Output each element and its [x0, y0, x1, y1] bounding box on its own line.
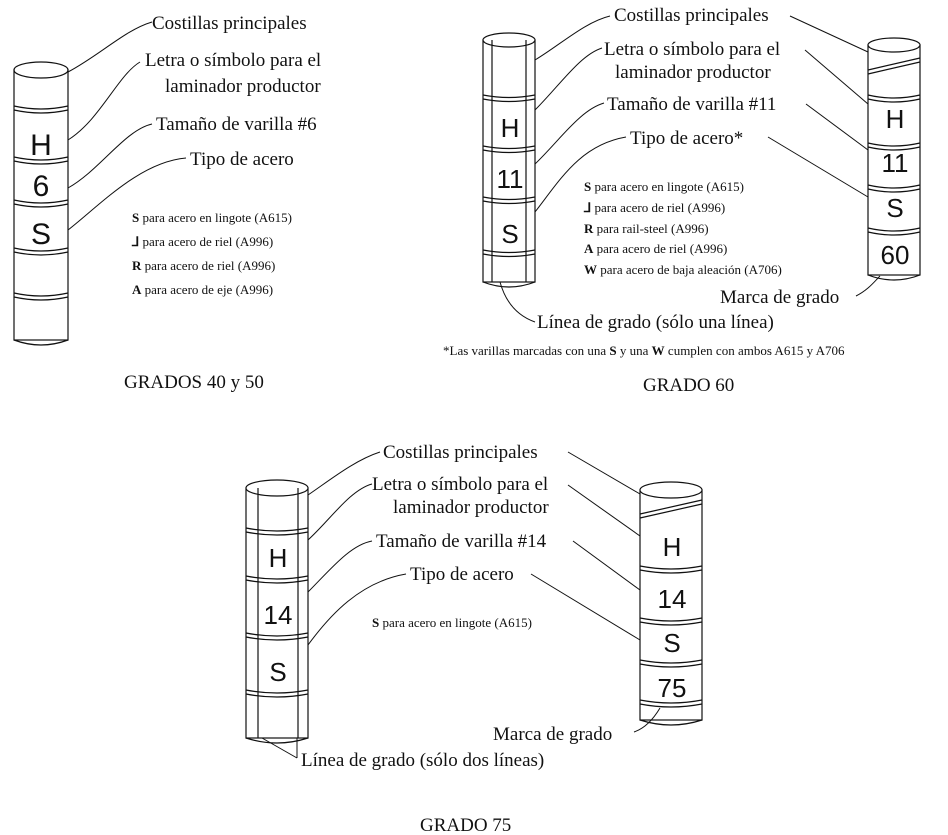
label-costillas-60: Costillas principales	[614, 5, 769, 26]
leaders-grado-75	[261, 451, 661, 759]
svg-text:R para acero de riel (A996): R para acero de riel (A996)	[132, 258, 275, 273]
bar-mark-size: 11	[497, 164, 524, 194]
steel-text: para acero de riel (A996)	[597, 241, 728, 256]
steel-text: para acero de baja aleación (A706)	[600, 262, 782, 277]
bar-grado-75-left: H 14 S	[245, 479, 309, 744]
svg-text:⅃ para acero de riel (A996): ⅃ para acero de riel (A996)	[131, 234, 273, 249]
footnote-60: *Las varillas marcadas con una S y una W…	[443, 343, 845, 358]
bar-grado-60-left: H 11 S	[482, 32, 536, 288]
steel-sym: R	[584, 221, 594, 236]
steel-type-list-40: S para acero en lingote (A615) ⅃ para ac…	[131, 210, 292, 297]
bar-mark-grade-right: 75	[658, 673, 687, 703]
label-costillas-40: Costillas principales	[152, 13, 307, 34]
svg-text:⅃ para acero de riel (A996): ⅃ para acero de riel (A996)	[583, 200, 725, 215]
steel-text: para acero de riel (A996)	[143, 234, 274, 249]
label-tamano-40: Tamaño de varilla #6	[156, 114, 317, 135]
caption-grados-40-50: GRADOS 40 y 50	[124, 372, 264, 393]
label-marca-75: Marca de grado	[493, 724, 612, 745]
label-costillas-75: Costillas principales	[383, 442, 538, 463]
svg-text:S para acero en lingote (A615): S para acero en lingote (A615)	[132, 210, 292, 225]
steel-sym: A	[132, 282, 142, 297]
bar-grado-40-50: H 6 S	[13, 61, 69, 346]
caption-grado-75: GRADO 75	[420, 815, 511, 835]
steel-sym: ⅃	[131, 234, 139, 249]
leaders-grado-40-50	[67, 21, 187, 231]
caption-grado-60: GRADO 60	[643, 375, 734, 396]
steel-text: para acero de riel (A996)	[145, 258, 276, 273]
bar-mark-grade-right: 60	[881, 240, 910, 270]
bar-mark-type-right: S	[663, 628, 680, 658]
steel-sym: W	[584, 262, 597, 277]
label-linea-75: Línea de grado (sólo dos líneas)	[301, 750, 544, 771]
steel-text: para acero de riel (A996)	[595, 200, 726, 215]
label-tamano-75: Tamaño de varilla #14	[376, 531, 547, 552]
bar-mark-size: 14	[264, 600, 293, 630]
bar-mark-mill: H	[501, 113, 520, 143]
steel-text: para rail-steel (A996)	[597, 221, 709, 236]
bar-mark-type: S	[501, 219, 518, 249]
leaders-grado-60	[499, 15, 881, 323]
label-letra-40-line2: laminador productor	[165, 76, 321, 97]
svg-text:S para acero en lingote (A615): S para acero en lingote (A615)	[372, 615, 532, 630]
label-linea-60: Línea de grado (sólo una línea)	[537, 312, 774, 333]
bar-mark-mill: H	[269, 543, 288, 573]
label-tipo-40: Tipo de acero	[190, 149, 294, 170]
label-letra-40-line1: Letra o símbolo para el	[145, 50, 321, 71]
steel-sym: S	[132, 210, 139, 225]
bar-mark-type: S	[31, 218, 51, 251]
bar-mark-size-right: 11	[882, 148, 909, 178]
label-letra-60-line1: Letra o símbolo para el	[604, 39, 780, 60]
steel-sym: S	[372, 615, 379, 630]
label-letra-75-line2: laminador productor	[393, 497, 549, 518]
label-marca-60: Marca de grado	[720, 287, 839, 308]
label-tamano-60: Tamaño de varilla #11	[607, 94, 776, 115]
steel-type-list-60: S para acero en lingote (A615) ⅃ para ac…	[583, 179, 782, 277]
bar-grado-75-right: H 14 S 75	[639, 481, 703, 726]
bar-mark-size: 6	[33, 170, 50, 203]
steel-text: para acero en lingote (A615)	[142, 210, 291, 225]
label-tipo-60: Tipo de acero*	[630, 128, 743, 149]
steel-sym: R	[132, 258, 142, 273]
label-letra-75-line1: Letra o símbolo para el	[372, 474, 548, 495]
svg-text:S para acero en lingote (A615): S para acero en lingote (A615)	[584, 179, 744, 194]
svg-text:R para rail-steel (A996): R para rail-steel (A996)	[584, 221, 709, 236]
steel-sym: ⅃	[583, 200, 591, 215]
label-letra-60-line2: laminador productor	[615, 62, 771, 83]
bar-mark-mill-right: H	[886, 104, 905, 134]
steel-text: para acero en lingote (A615)	[382, 615, 531, 630]
bar-mark-type: S	[269, 657, 286, 687]
bar-mark-mill-right: H	[663, 532, 682, 562]
bar-grado-60-right: H 11 S 60	[867, 37, 921, 281]
steel-sym: A	[584, 241, 594, 256]
bar-mark-type-right: S	[886, 193, 903, 223]
steel-type-list-75: S para acero en lingote (A615)	[372, 615, 532, 630]
steel-text: para acero de eje (A996)	[145, 282, 273, 297]
label-tipo-75: Tipo de acero	[410, 564, 514, 585]
svg-text:A para acero de riel (A996): A para acero de riel (A996)	[584, 241, 727, 256]
steel-text: para acero en lingote (A615)	[594, 179, 743, 194]
svg-text:A para acero de eje (A996): A para acero de eje (A996)	[132, 282, 273, 297]
steel-sym: S	[584, 179, 591, 194]
bar-mark-mill: H	[30, 129, 52, 162]
svg-text:W para acero de baja aleación: W para acero de baja aleación (A706)	[584, 262, 782, 277]
bar-mark-size-right: 14	[658, 584, 687, 614]
